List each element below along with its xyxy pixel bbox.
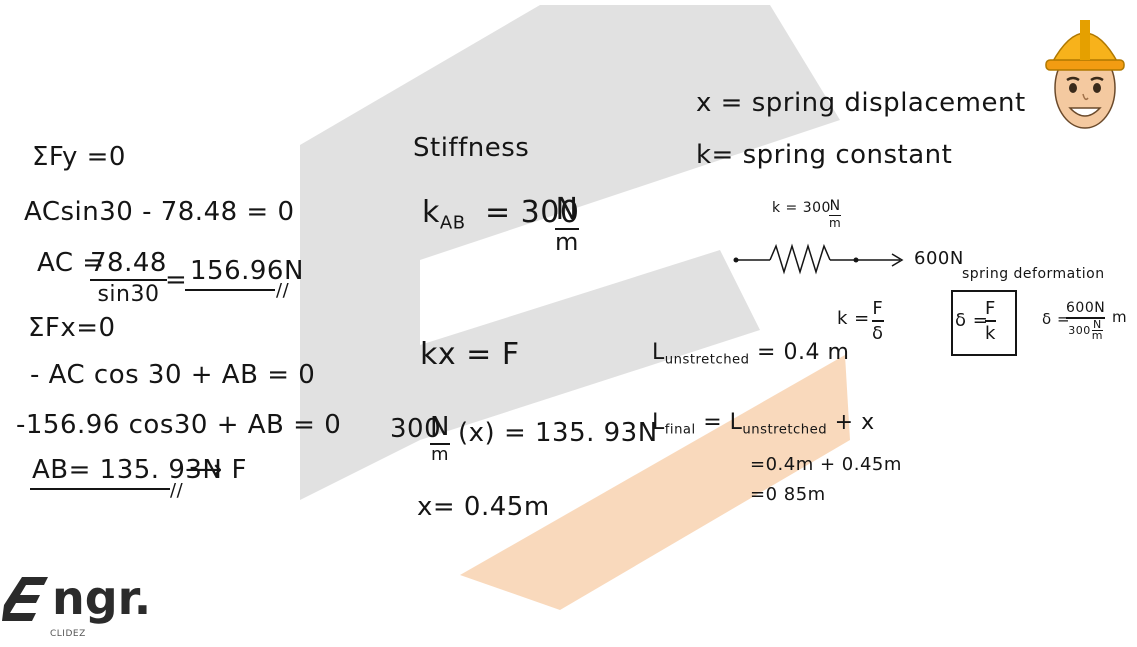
l-final-plus-x: + x — [834, 410, 875, 435]
sum-fy-equation: ΣFy =0 — [32, 142, 126, 172]
k-definition: k= spring constant — [696, 140, 953, 170]
ab-force-arrow: ⟶ F — [185, 455, 247, 485]
diagram-k-label: k = 300 — [772, 200, 831, 216]
engr-logo: ngr. CLIDEZ — [0, 565, 152, 647]
logo-text: ngr. — [52, 571, 152, 625]
fraction-bar — [1091, 330, 1103, 331]
l-unstretched-value: = 0.4 m — [757, 340, 850, 365]
kab-k: k — [422, 195, 440, 230]
numeric-cos-equation: -156.96 cos30 + AB = 0 — [16, 410, 342, 440]
ac-fraction-denominator: sin30 — [97, 282, 160, 307]
logo-subtext: CLIDEZ — [50, 629, 86, 639]
l-unstretched-subscript: unstretched — [664, 352, 750, 368]
sub-unit-numerator: N — [430, 412, 450, 442]
delta-calc-denominator-value: 300 — [1068, 324, 1091, 337]
x-result: x= 0.45m — [417, 492, 550, 522]
l-final-step1: =0.4m + 0.45m — [750, 454, 902, 475]
sum-fx-equation: ΣFx=0 — [28, 313, 116, 343]
sub-unit-denominator: m — [430, 444, 449, 465]
diagram-force: 600N — [914, 248, 964, 269]
fraction-bar — [985, 320, 996, 322]
kab-symbol: kAB — [422, 195, 466, 233]
l-symbol: L — [652, 340, 665, 365]
kx-equation: kx = F — [420, 337, 520, 372]
l-unstretched-equation: Lunstretched = 0.4 m — [652, 340, 849, 368]
ab-result-underline — [30, 488, 170, 490]
delta-formula-box — [951, 290, 1017, 356]
delta-calc-denominator-unit-den: m — [1091, 329, 1103, 342]
ac-fraction-numerator: 78.48 — [90, 248, 167, 278]
double-underline-mark-ab: // — [170, 480, 184, 501]
fraction-bar — [1066, 317, 1106, 319]
k-formula-lhs: k = — [837, 308, 870, 329]
fraction-bar — [829, 215, 842, 216]
fraction-bar — [872, 320, 884, 322]
kab-equals-value: = 300 — [485, 195, 580, 230]
fraction-bar — [90, 279, 167, 281]
x-definition: x = spring displacement — [696, 88, 1026, 118]
ac-fraction: 78.48 sin30 — [90, 248, 167, 307]
kab-unit-denominator: m — [555, 228, 579, 256]
ab-result: AB= 135. 93N — [32, 455, 223, 485]
delta-calc-numerator: 600N — [1066, 300, 1106, 316]
k-formula-fraction: F δ — [872, 298, 884, 344]
delta-calc-lhs: δ = — [1042, 310, 1071, 328]
l-final-equation: Lfinal = Lunstretched + x — [652, 410, 875, 438]
l-final-subscript: final — [664, 422, 696, 438]
l-symbol: L — [652, 410, 665, 435]
l-final-step2: =0 85m — [750, 484, 826, 505]
delta-calc-fraction: 600N 300 N m — [1066, 300, 1106, 342]
l-final-equals-l: = L — [703, 410, 743, 435]
l-final-unstretched-subscript: unstretched — [742, 422, 828, 438]
diagram-k-unit: N m — [829, 198, 842, 230]
kab-unit-fraction: N m — [555, 192, 579, 256]
double-underline-mark: // — [276, 280, 290, 301]
diagram-k-unit-denominator: m — [829, 216, 842, 230]
delta-formula-fraction: F k — [985, 298, 996, 344]
fraction-bar — [430, 443, 450, 445]
k-formula-denominator: δ — [872, 323, 884, 344]
delta-calc-denominator: 300 N m — [1068, 318, 1103, 342]
sub-rhs: (x) = 135. 93N — [458, 418, 658, 448]
delta-calc-denominator-unit-num: N — [1092, 318, 1102, 331]
ac-equals: = — [165, 265, 188, 295]
sub-lhs: 300 — [390, 414, 442, 444]
engineer-mascot-icon — [1045, 20, 1125, 129]
delta-formula-lhs: δ = — [955, 310, 989, 331]
spring-deformation-label: spring deformation — [962, 266, 1105, 282]
kab-subscript: AB — [439, 212, 466, 234]
sub-unit-fraction: N m — [430, 412, 450, 464]
k-formula-numerator: F — [872, 298, 884, 319]
kab-unit-numerator: N — [555, 192, 579, 227]
fraction-bar — [555, 228, 579, 230]
ac-result-underline — [185, 289, 275, 291]
spring-diagram — [733, 243, 904, 275]
diagram-k-unit-numerator: N — [829, 198, 841, 214]
watermark-orange-shape — [460, 355, 850, 610]
ac-prefix: AC = — [37, 248, 105, 278]
ac-sin-equation: ACsin30 - 78.48 = 0 — [24, 197, 295, 227]
ac-result: 156.96N — [190, 256, 304, 286]
delta-calc-denominator-unit: N m — [1091, 318, 1103, 342]
delta-calc-unit: m — [1112, 308, 1128, 326]
ac-cos-equation: - AC cos 30 + AB = 0 — [30, 360, 316, 390]
delta-formula-numerator: F — [985, 298, 996, 319]
delta-formula-denominator: k — [985, 323, 996, 344]
engr-logo-mark — [2, 577, 48, 621]
stiffness-heading: Stiffness — [413, 133, 530, 163]
